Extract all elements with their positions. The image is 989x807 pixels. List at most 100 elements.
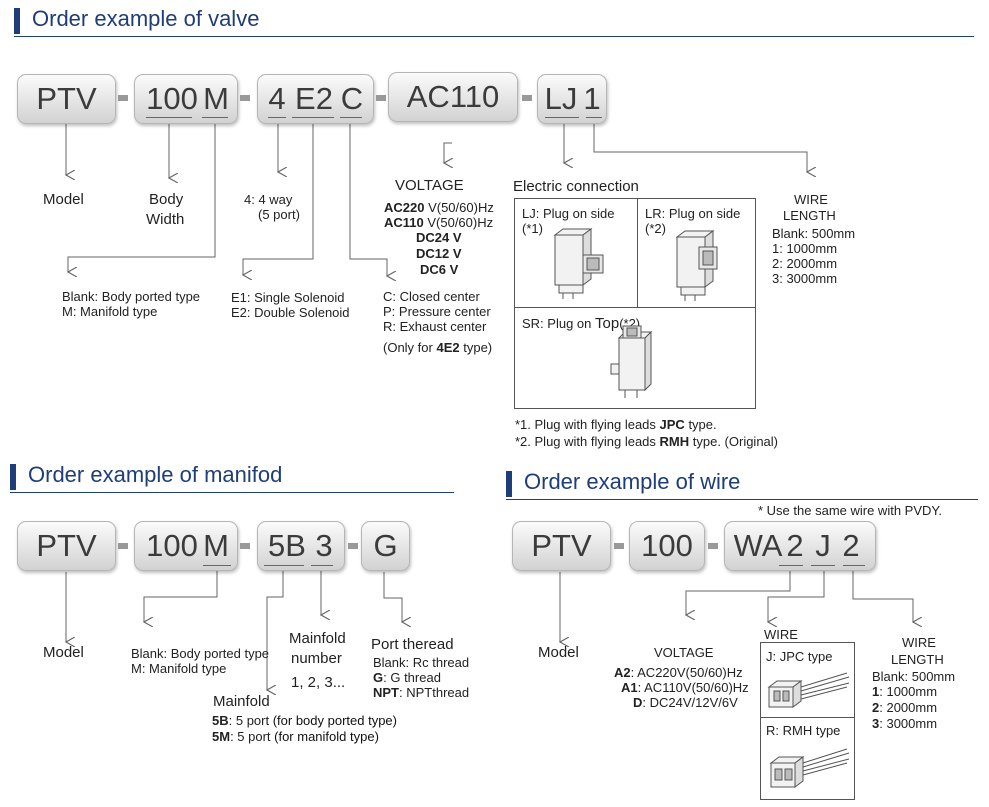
code-box-body: 100 M	[134, 74, 238, 124]
separator-dash	[240, 543, 250, 549]
port-thread-2: G: G thread	[373, 670, 441, 685]
wire-length-4: 3: 3000mm	[772, 271, 838, 286]
body-type-1: Blank: Body ported type	[62, 289, 201, 304]
valve-model-label: Model	[43, 191, 84, 208]
code-connection: LJ	[544, 81, 578, 116]
separator-dash	[522, 95, 532, 101]
code-solenoid: E2	[295, 81, 333, 116]
wire-section-title: Order example of wire	[524, 469, 741, 494]
voltage-rest: : AC220V(50/60)Hz	[630, 665, 743, 680]
thread-text: : NPTthread	[399, 685, 470, 700]
wire-length-title-1: WIRE	[794, 192, 828, 207]
electric-connection-panel: LJ: Plug on side (*1) LR: Plug on side (…	[514, 198, 756, 409]
manifold-port-2: 5M: 5 port (for manifold type)	[212, 729, 379, 744]
center-2: P: Pressure center	[383, 304, 491, 319]
manifold-section-title: Order example of manifod	[28, 462, 283, 487]
code-way: 4	[268, 81, 286, 116]
underline	[268, 117, 286, 118]
panel-divider-h	[761, 717, 854, 718]
port-thread-1: Blank: Rc thread	[373, 655, 470, 670]
code-voltage: 2	[786, 528, 804, 563]
separator-dash	[614, 543, 624, 549]
lj-plug-illustration	[553, 228, 604, 299]
footnote-bold: JPC	[659, 417, 685, 432]
length-bold: 2	[872, 700, 880, 715]
note-bold: 4E2	[436, 340, 460, 355]
footnote-2: *2. Plug with flying leads RMH type. (Or…	[515, 434, 778, 449]
code-ptv: PTV	[531, 528, 592, 563]
code-box-solenoid: 4 E2 C	[257, 74, 374, 124]
lj-label: LJ: Plug on side	[522, 206, 615, 221]
wire-model-label: Model	[538, 644, 579, 661]
thread-text: : G thread	[383, 670, 441, 685]
voltage-bold: A2	[614, 665, 631, 680]
underline	[202, 117, 228, 118]
wire-length-1: Blank: 500mm	[872, 669, 956, 684]
footnote-1: *1. Plug with flying leads JPC type.	[515, 417, 717, 432]
lj-note: (*1)	[522, 221, 543, 236]
manifold-code-box-ptv: PTV	[17, 521, 116, 571]
body-width-label-1: Body	[149, 191, 184, 208]
wire-code-box-ptv: PTV	[512, 521, 611, 571]
manifold-code-box-thread: G	[361, 521, 410, 571]
wire-code-box-type: WA 2 J 2	[724, 521, 876, 571]
wire-length-title-1: WIRE	[902, 635, 936, 650]
footnote-bold: RMH	[659, 434, 690, 449]
manifold-model-label: Model	[43, 644, 84, 661]
manifold-code-box-body: 100 M	[134, 521, 238, 571]
solenoid-1: E1: Single Solenoid	[231, 290, 345, 305]
body-type-2: M: Manifold type	[62, 304, 158, 319]
section-bar	[506, 471, 512, 497]
voltage-1: AC220 V(50/60)Hz	[384, 200, 494, 215]
underline	[146, 117, 192, 118]
separator-dash	[348, 543, 358, 549]
length-text: : 1000mm	[879, 684, 938, 699]
solenoid-2: E2: Double Solenoid	[231, 305, 350, 320]
jpc-connector-illustration	[767, 672, 850, 708]
wire-voltage-title: VOLTAGE	[654, 645, 714, 660]
way-note-1: 4: 4 way	[244, 192, 293, 207]
manifold-section-header: Order example of manifod	[10, 462, 454, 493]
code-manifold-number: 3	[315, 528, 333, 563]
lr-plug-illustration	[675, 230, 718, 301]
center-3: R: Exhaust center	[383, 319, 487, 334]
sr-text: SR: Plug on	[522, 316, 595, 331]
rmh-label: R: RMH type	[766, 723, 841, 738]
voltage-5: DC6 V	[420, 262, 459, 277]
wire-voltage-2: A1: AC110V(50/60)Hz	[621, 680, 749, 695]
voltage-bold: D	[633, 695, 643, 710]
manifold-number-values: 1, 2, 3...	[291, 674, 346, 691]
wire-type-title: WIRE	[764, 627, 798, 642]
wire-length-2: 1: 1000mm	[872, 684, 937, 699]
valve-section-title: Order example of valve	[32, 6, 260, 31]
rmh-connector-illustration	[769, 748, 850, 788]
note-text: (Only for	[383, 340, 437, 355]
voltage-4: DC12 V	[416, 246, 462, 261]
lr-label: LR: Plug on side	[645, 206, 741, 221]
code-wa: WA	[733, 528, 783, 563]
underline	[545, 117, 579, 118]
port-thread-title: Port theread	[371, 636, 454, 653]
voltage-rest: : AC110V(50/60)Hz	[637, 680, 749, 695]
code-number: 100	[641, 528, 693, 563]
manifold-number-label-2: number	[291, 650, 342, 667]
valve-section-header: Order example of valve	[14, 6, 974, 37]
underline	[586, 117, 602, 118]
code-ptv: PTV	[36, 528, 97, 563]
manifold-port-label: Mainfold	[213, 693, 270, 710]
length-text: : 2000mm	[879, 700, 938, 715]
note-text: type)	[459, 340, 493, 355]
port-tail: (for manifold type)	[274, 729, 379, 744]
code-voltage: AC110	[406, 79, 500, 114]
underline	[292, 117, 334, 118]
separator-dash	[708, 543, 718, 549]
underline	[843, 565, 865, 566]
wire-length-3: 2: 2000mm	[772, 256, 838, 271]
wire-length-title-2: LENGTH	[783, 208, 836, 223]
wire-length-1: Blank: 500mm	[772, 226, 856, 241]
sr-label: SR: Plug on Top(*2)	[522, 316, 640, 331]
voltage-bold: AC110	[384, 215, 424, 230]
code-box-voltage: AC110	[388, 72, 518, 122]
code-thread: G	[373, 528, 398, 563]
section-bar	[14, 8, 20, 34]
